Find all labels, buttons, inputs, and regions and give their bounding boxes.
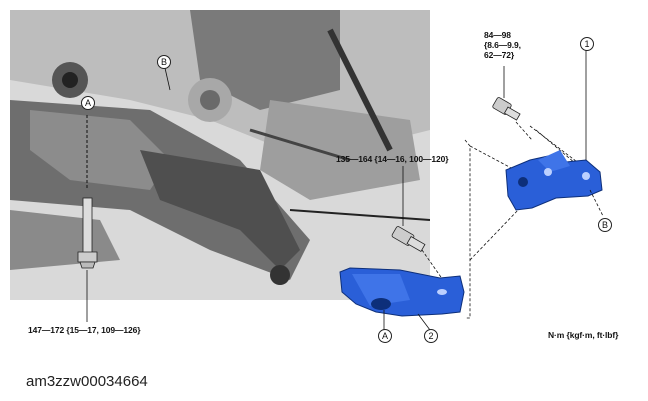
callout-a-bottom: A <box>378 329 392 343</box>
leader-part-2 <box>417 313 431 331</box>
leader-b-top <box>164 67 171 91</box>
callout-part-1: 1 <box>580 37 594 51</box>
engine-mount-part-2 <box>339 267 465 317</box>
torque-bracket-bolt: 84—98 {8.6—9.9, 62—72} <box>484 30 521 60</box>
long-bolt <box>77 197 98 269</box>
engine-mount-bracket-part-1 <box>505 150 603 211</box>
torque-long-bolt: 147—172 {15—17, 109—126} <box>28 325 141 335</box>
leader-bracket-bolt-dash <box>515 121 533 141</box>
callout-b-top: B <box>157 55 171 69</box>
bracket-bolt <box>492 97 521 121</box>
dash-bracket-hole-2 <box>535 129 596 181</box>
figure-id-caption: am3zzw00034664 <box>26 373 148 390</box>
engine-illustration <box>10 10 430 300</box>
torque-front-bolt: 135—164 {14—16, 100—120} <box>336 154 449 164</box>
callout-part-2: 2 <box>424 329 438 343</box>
engine-undercarriage-photo <box>10 10 430 300</box>
bracket-connector <box>464 139 471 319</box>
callout-b-right: B <box>598 218 612 232</box>
dash-to-bracket-2 <box>469 207 521 261</box>
front-bolt <box>391 226 426 253</box>
torque-units: N·m {kgf·m, ft·lbf} <box>548 330 619 340</box>
callout-a-top: A <box>81 96 95 110</box>
